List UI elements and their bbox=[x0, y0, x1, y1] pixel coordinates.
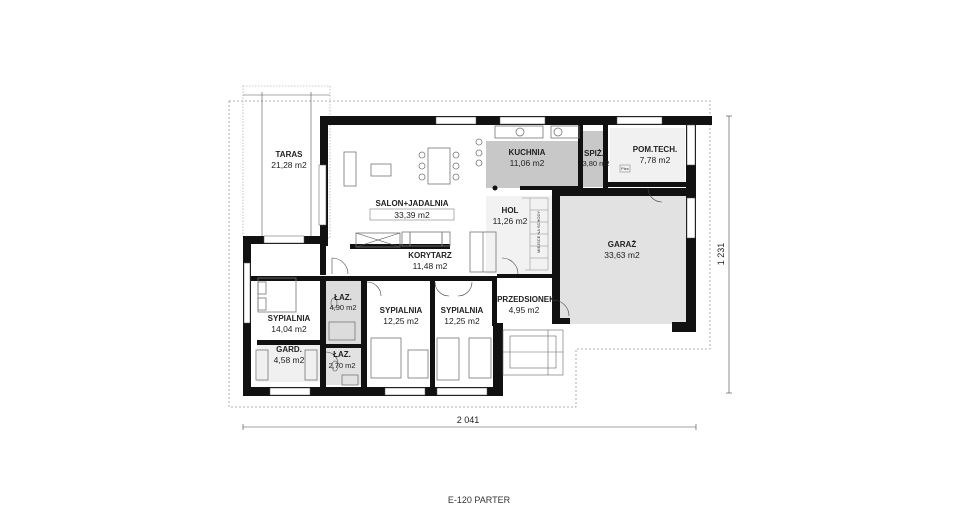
room-name-salon: SALON+JADALNIA bbox=[375, 199, 448, 208]
width-dimension: 2 041 bbox=[457, 415, 480, 425]
room-area-garaz: 33,63 m2 bbox=[604, 250, 640, 260]
room-area-sypialnia1: 14,04 m2 bbox=[271, 324, 307, 334]
room-name-pomtech: POM.TECH. bbox=[633, 145, 677, 154]
stairs bbox=[522, 197, 549, 271]
room-name-sypialnia2: SYPIALNIA bbox=[380, 306, 423, 315]
room-area-przedsionek: 4,95 m2 bbox=[509, 305, 540, 315]
site-outline bbox=[228, 100, 711, 408]
room-name-taras: TARAS bbox=[276, 150, 304, 159]
dimension-lines bbox=[242, 115, 732, 430]
room-area-spiz: 3,80 m2 bbox=[582, 159, 609, 168]
room-name-laz1: ŁAZ. bbox=[334, 293, 352, 302]
living-furniture bbox=[343, 138, 498, 273]
entrance-steps bbox=[502, 329, 564, 376]
room-area-sypialnia2: 12,25 m2 bbox=[383, 316, 419, 326]
height-dimension: 1 231 bbox=[716, 243, 726, 266]
boiler-label: Piec bbox=[621, 166, 629, 171]
stair-note: MIEJSCE NA SCHODY bbox=[536, 211, 541, 253]
garage-floor bbox=[560, 193, 687, 324]
room-area-pomtech: 7,78 m2 bbox=[640, 155, 671, 165]
plan-title: E-120 PARTER bbox=[447, 495, 511, 505]
room-area-laz1: 4,90 m2 bbox=[329, 303, 356, 312]
room-name-garaz: GARAŻ bbox=[608, 240, 637, 249]
room-area-hol: 11,26 m2 bbox=[493, 216, 528, 226]
room-area-korytarz: 11,48 m2 bbox=[413, 261, 448, 271]
room-name-kuchnia: KUCHNIA bbox=[509, 148, 546, 157]
room-area-laz2: 2,70 m2 bbox=[328, 361, 355, 370]
room-area-sypialnia3: 12,25 m2 bbox=[444, 316, 480, 326]
room-name-korytarz: KORYTARZ bbox=[408, 251, 452, 260]
room-name-laz2: ŁAZ. bbox=[333, 350, 351, 359]
room-area-gard: 4,58 m2 bbox=[274, 355, 305, 365]
kitchen-counter bbox=[486, 141, 578, 188]
room-labels: TARAS 21,28 m2 SALON+JADALNIA 33,39 m2 K… bbox=[268, 145, 678, 370]
room-name-hol: HOL bbox=[502, 206, 519, 215]
windows bbox=[243, 116, 696, 396]
bedroom-furniture bbox=[255, 277, 492, 386]
room-name-sypialnia1: SYPIALNIA bbox=[268, 314, 311, 323]
hall-shaded bbox=[486, 196, 552, 274]
pantry-floor bbox=[583, 131, 603, 187]
room-name-przedsionek: PRZEDSIONEK bbox=[497, 295, 555, 304]
kitchen-furniture bbox=[494, 125, 580, 139]
tech-room-floor bbox=[610, 128, 685, 183]
room-area-salon: 33,39 m2 bbox=[394, 210, 430, 220]
room-area-kuchnia: 11,06 m2 bbox=[510, 158, 545, 168]
room-name-spiz: SPIŻ. bbox=[584, 149, 604, 158]
room-name-sypialnia3: SYPIALNIA bbox=[441, 306, 484, 315]
bathroom1-floor bbox=[326, 281, 361, 347]
room-area-taras: 21,28 m2 bbox=[271, 160, 307, 170]
room-name-gard: GARD. bbox=[276, 345, 302, 354]
